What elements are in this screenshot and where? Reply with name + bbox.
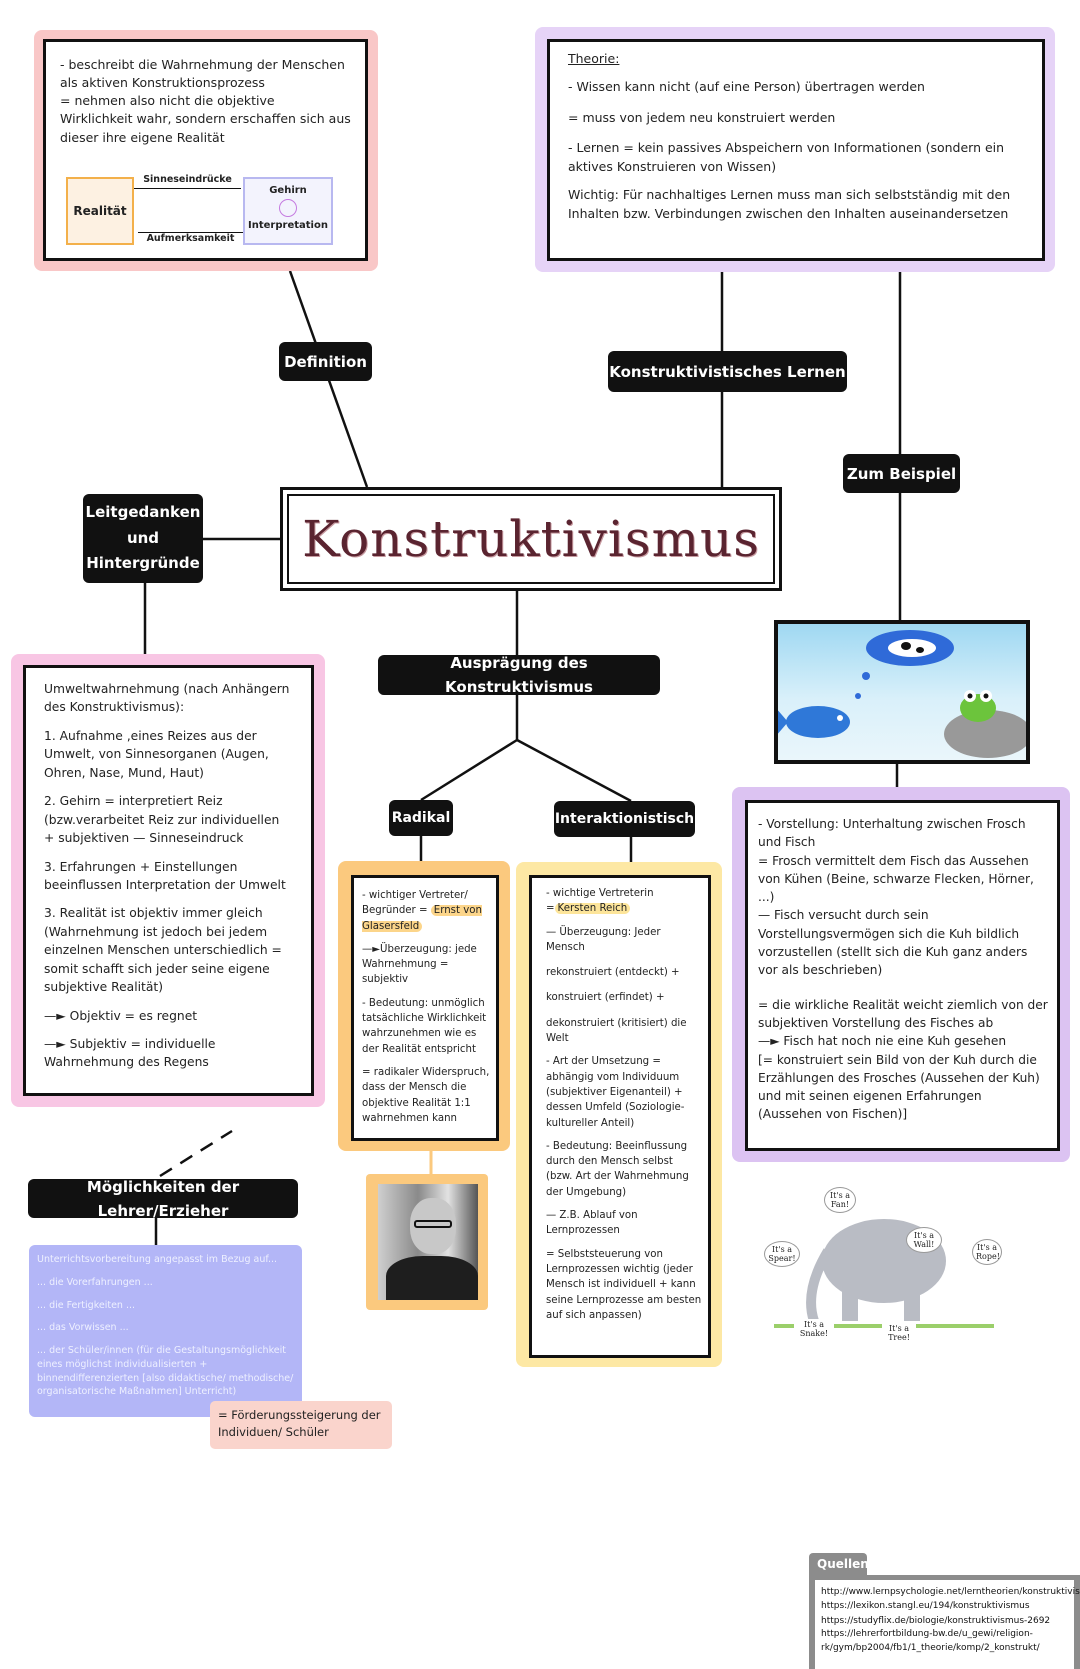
moeglichkeiten-item: ... die Fertigkeiten ...	[37, 1299, 136, 1311]
node-definition[interactable]: Definition	[279, 342, 372, 381]
speech-bubble: It's a Spear!	[764, 1241, 800, 1267]
interakt-item: - Bedeutung: Beeinflussung durch den Men…	[546, 1140, 689, 1198]
interakt-vertreter: - wichtige Vertreterin =Kersten Reich	[546, 888, 654, 915]
leitgedanken-item: —► Subjektiv = individuelle Wahrnehmung …	[44, 1037, 216, 1070]
beispiel-item: - Vorstellung: Unterhaltung zwischen Fro…	[758, 817, 1026, 850]
interakt-item: = Selbststeuerung von Lernprozessen wich…	[546, 1248, 702, 1321]
radikal-item: —►Überzeugung: jede Wahrnehmung = subjek…	[362, 943, 477, 986]
highlight-name: Kersten Reich	[554, 903, 631, 915]
aufmerksamkeit-label: Aufmerksamkeit	[146, 233, 235, 244]
node-interaktionistisch[interactable]: Interaktionistisch	[554, 801, 695, 837]
radikal-item: = radikaler Widerspruch, dass der Mensch…	[362, 1066, 490, 1124]
beispiel-item: — Fisch versucht durch sein Vorstellungs…	[758, 908, 1028, 978]
interakt-item: — Z.B. Ablauf von Lernprozessen	[546, 1210, 638, 1237]
radikal-vertreter: - wichtiger Vertreter/ Begründer = Ernst…	[362, 890, 482, 932]
moeglichkeiten-item: Unterrichtsvorbereitung angepasst im Bez…	[37, 1254, 278, 1265]
aufmerksamkeit-arrow: Aufmerksamkeit	[138, 232, 243, 244]
interakt-item: konstruiert (erfindet) +	[546, 992, 665, 1004]
definition-text: = nehmen also nicht die objektive Wirkli…	[60, 93, 351, 145]
node-zum-beispiel[interactable]: Zum Beispiel	[843, 454, 960, 493]
leitgedanken-box: Umweltwahrnehmung (nach Anhängern des Ko…	[23, 665, 314, 1096]
speech-bubble: It's a Fan!	[824, 1187, 856, 1213]
interakt-item: — Überzeugung: Jeder Mensch	[546, 926, 661, 953]
sinneseindruecke-label: Sinneseindrücke	[143, 174, 232, 185]
fish-frog-illustration	[774, 620, 1032, 764]
node-konstruktivistisches-lernen[interactable]: Konstruktivistisches Lernen	[608, 351, 847, 392]
speech-bubble: It's a Snake!	[794, 1319, 834, 1339]
beispiel-item: —► Fisch hat noch nie eine Kuh gesehen	[758, 1034, 1007, 1049]
theorie-item: - Wissen kann nicht (auf eine Person) üb…	[568, 78, 925, 94]
interaktionistisch-box: - wichtige Vertreterin =Kersten Reich — …	[529, 875, 711, 1358]
speech-bubble: It's a Tree!	[882, 1323, 916, 1343]
source-link[interactable]: https://studyflix.de/biologie/konstrukti…	[821, 1615, 1051, 1626]
theorie-item: - Lernen = kein passives Abspeichern von…	[568, 140, 1005, 174]
theorie-box: Theorie: - Wissen kann nicht (auf eine P…	[547, 39, 1045, 261]
title-text: Konstruktivismus	[302, 510, 760, 568]
node-moeglichkeiten[interactable]: Möglichkeiten der Lehrer/Erzieher	[28, 1178, 298, 1220]
leitgedanken-item: —► Objektiv = es regnet	[44, 1008, 198, 1023]
node-auspraegung[interactable]: Ausprägung des Konstruktivismus	[378, 654, 660, 696]
theorie-item: Wichtig: Für nachhaltiges Lernen muss ma…	[568, 186, 1011, 221]
leitgedanken-item: 3. Realität ist objektiv immer gleich (W…	[44, 906, 282, 995]
realitaet-box: Realität	[66, 177, 134, 245]
leitgedanken-item: 1. Aufnahme ‚eines Reizes aus der Umwelt…	[44, 728, 269, 780]
node-radikal[interactable]: Radikal	[389, 800, 453, 836]
radikal-box: - wichtiger Vertreter/ Begründer = Ernst…	[351, 875, 499, 1141]
portrait-photo	[378, 1184, 478, 1300]
central-title: Konstruktivismus	[280, 487, 782, 591]
beispiel-box: - Vorstellung: Unterhaltung zwischen Fro…	[745, 800, 1060, 1151]
quellen-tab[interactable]: Quellen	[809, 1553, 869, 1577]
theorie-item: = muss von jedem neu konstruiert werden	[568, 109, 836, 125]
cycle-icon	[279, 199, 297, 217]
interakt-item: dekonstruiert (kritisiert) die Welt	[546, 1017, 687, 1045]
source-link[interactable]: https://lexikon.stangl.eu/194/konstrukti…	[821, 1601, 1030, 1612]
node-leitgedanken[interactable]: Leitgedanken und Hintergründe	[83, 494, 203, 583]
moeglichkeiten-box: Unterrichtsvorbereitung angepasst im Bez…	[29, 1245, 302, 1417]
definition-box: - beschreibt die Wahrnehmung der Mensche…	[43, 39, 368, 261]
moeglichkeiten-item: ... die Vorerfahrungen ...	[37, 1276, 153, 1288]
interakt-item: - Art der Umsetzung = abhängig vom Indiv…	[546, 1056, 685, 1129]
leitgedanken-item: 3. Erfahrungen + Einstellungen beeinflus…	[44, 859, 286, 892]
interpretation-label: Interpretation	[248, 220, 328, 231]
definition-text: - beschreibt die Wahrnehmung der Mensche…	[60, 57, 345, 91]
gehirn-label: Gehirn	[269, 185, 307, 196]
beispiel-item: = Frosch vermittelt dem Fisch das Ausseh…	[758, 853, 1034, 905]
moeglichkeiten-item: ... der Schüler/innen (für die Gestaltun…	[37, 1345, 294, 1398]
source-link[interactable]: https://lehrerfortbildung-bw.de/u_gewi/r…	[821, 1629, 1040, 1653]
radikal-item: - Bedeutung: unmöglich tatsächliche Wirk…	[362, 997, 487, 1055]
blind-men-elephant-illustration: It's a Fan! It's a Wall! It's a Spear! I…	[764, 1181, 1005, 1351]
beispiel-item: [= konstruiert sein Bild von der Kuh dur…	[758, 1052, 1040, 1122]
foerderung-result-box: = Förderungssteigerung der Individuen/ S…	[210, 1401, 392, 1449]
interakt-item: rekonstruiert (entdeckt) +	[546, 967, 680, 979]
gehirn-box: Gehirn Interpretation	[243, 177, 333, 245]
quellen-box: http://www.lernpsychologie.net/lerntheor…	[809, 1575, 1080, 1669]
source-link[interactable]: http://www.lernpsychologie.net/lerntheor…	[821, 1587, 1080, 1597]
sinneseindruecke-arrow: Sinneseindrücke	[134, 174, 241, 200]
speech-bubble: It's a Wall!	[906, 1227, 942, 1253]
moeglichkeiten-item: ... das Vorwissen ...	[37, 1322, 129, 1334]
speech-bubble: It's a Rope!	[972, 1239, 1002, 1265]
beispiel-item: = die wirkliche Realität weicht ziemlich…	[758, 997, 1048, 1030]
leitgedanken-item: 2. Gehirn = interpretiert Reiz (bzw.vera…	[44, 794, 280, 846]
leitgedanken-item: Umweltwahrnehmung (nach Anhängern des Ko…	[44, 682, 290, 715]
theorie-heading: Theorie:	[568, 51, 620, 66]
